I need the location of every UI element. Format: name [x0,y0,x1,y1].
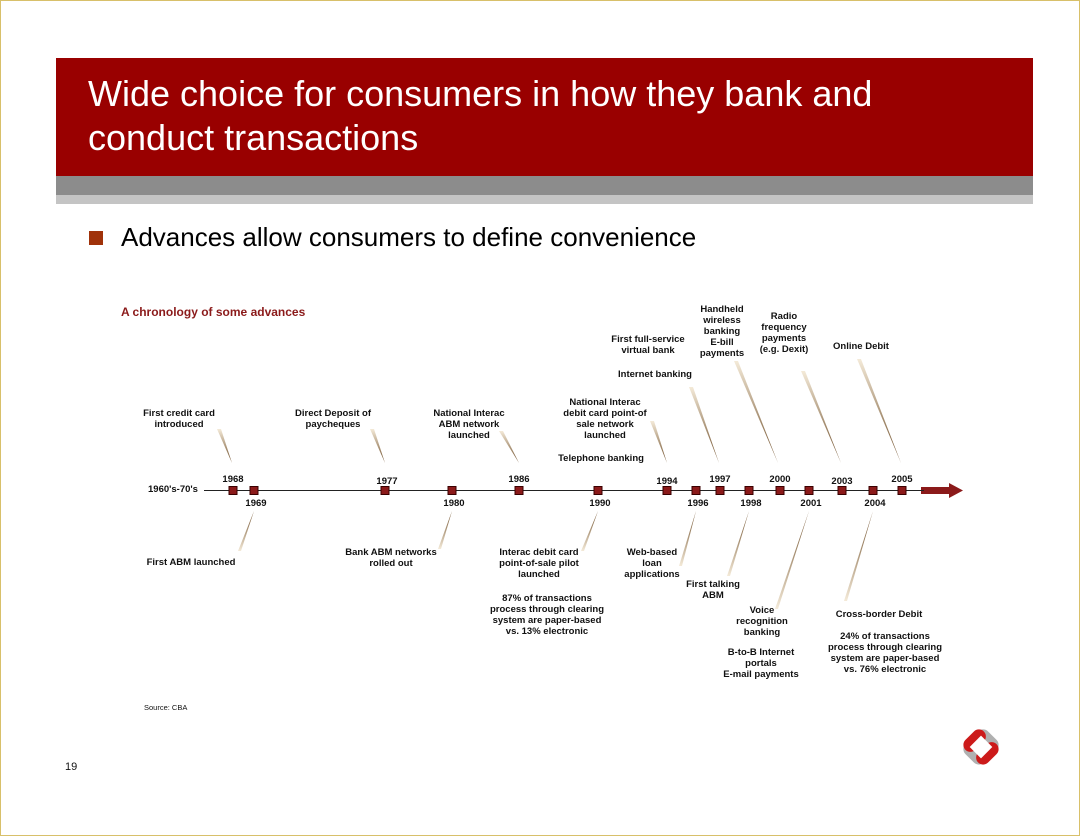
connector-2003 [801,371,841,463]
marker-2003 [837,486,847,495]
year-label-1998: 1998 [740,498,762,509]
connector-1977 [370,429,385,463]
event-1994-interac-pos: National Interac debit card point-of sal… [563,397,647,441]
marker-1996 [691,486,701,495]
marker-1986 [514,486,524,495]
event-2004-cross-border: Cross-border Debit [835,609,923,620]
marker-1980 [447,486,457,495]
year-label-2003: 2003 [831,476,853,487]
connector-2000 [734,361,778,463]
connector-2005 [857,359,901,463]
title-underline-band-light [56,195,1033,204]
marker-1990 [593,486,603,495]
marker-1994 [662,486,672,495]
year-label-2000: 2000 [769,474,791,485]
year-label-1996: 1996 [687,498,709,509]
event-2004-stat: 24% of transactions process through clea… [827,631,943,675]
timeline-axis [204,490,924,491]
event-2001-b2b: B-to-B Internet portals E-mail payments [723,647,799,680]
marker-1998 [744,486,754,495]
marker-2005 [897,486,907,495]
year-label-1990: 1990 [589,498,611,509]
year-label-2004: 2004 [864,498,886,509]
connector-1969 [238,511,254,551]
year-label-1994: 1994 [656,476,678,487]
event-1990-stat: 87% of transactions process through clea… [489,593,605,637]
connector-1998 [727,511,749,576]
event-2003: Radio frequency payments (e.g. Dexit) [759,311,809,355]
connector-2004 [844,511,873,601]
marker-2001 [804,486,814,495]
marker-2004 [868,486,878,495]
event-2001-voice: Voice recognition banking [736,605,788,638]
event-1977: Direct Deposit of paycheques [294,408,372,430]
timeline-arrow-icon [921,483,963,498]
bullet-text: Advances allow consumers to define conve… [121,222,697,252]
year-label-1977: 1977 [376,476,398,487]
event-1990-pilot: Interac debit card point-of-sale pilot l… [499,547,579,580]
connector-1994 [650,421,667,463]
connector-1997 [689,387,719,463]
timeline-start-label: 1960's-70's [148,484,198,495]
title-underline-band [56,176,1033,195]
year-label-1969: 1969 [245,498,267,509]
connector-1980 [438,511,452,549]
event-1986: National Interac ABM network launched [433,408,505,441]
year-label-1997: 1997 [709,474,731,485]
page-number: 19 [65,761,78,773]
event-1997-internet-banking: Internet banking [618,369,692,380]
bullet-square-icon [89,231,103,245]
year-label-1980: 1980 [443,498,465,509]
marker-1977 [380,486,390,495]
source-note: Source: CBA [144,703,188,712]
chronology-title: A chronology of some advances [121,305,306,319]
event-1969: First ABM launched [146,557,236,568]
marker-1968 [228,486,238,495]
event-2005: Online Debit [833,341,889,352]
event-2000: Handheld wireless banking E-bill payment… [699,304,745,359]
year-label-2001: 2001 [800,498,822,509]
connector-1996 [679,511,696,566]
event-1980: Bank ABM networks rolled out [345,547,437,569]
marker-1969 [249,486,259,495]
year-label-2005: 2005 [891,474,913,485]
title-bar: Wide choice for consumers in how they ba… [56,58,1033,176]
event-1968: First credit card introduced [143,408,215,430]
event-1998: First talking ABM [686,579,740,601]
connector-1968 [217,429,232,463]
event-1994-telephone-banking: Telephone banking [558,453,644,464]
marker-1997 [715,486,725,495]
connector-1990 [581,511,598,551]
event-1996: Web-based loan applications [624,547,680,580]
slide-title: Wide choice for consumers in how they ba… [88,73,873,158]
connector-2001 [775,511,809,609]
year-label-1986: 1986 [508,474,530,485]
marker-2000 [775,486,785,495]
event-1997-virtual-bank: First full-service virtual bank [611,334,685,356]
cba-logo-icon [963,729,999,765]
year-label-1968: 1968 [222,474,244,485]
